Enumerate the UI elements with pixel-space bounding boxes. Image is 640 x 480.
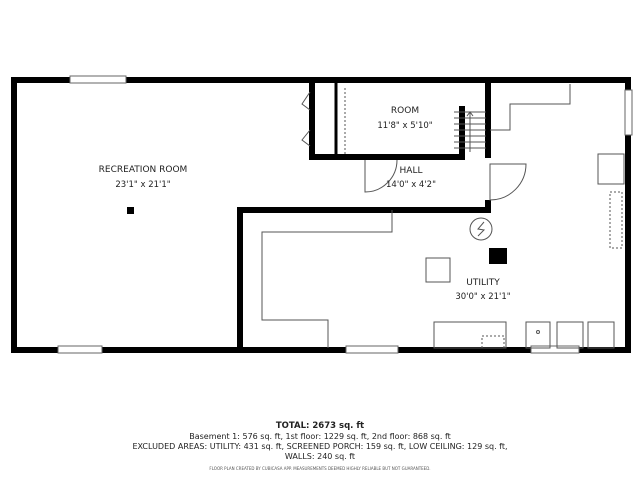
- recreation-room-size: 23'1" x 21'1": [115, 180, 171, 190]
- walls: [11, 77, 631, 353]
- hall-size: 14'0" x 4'2": [386, 180, 436, 190]
- furnace: [489, 248, 507, 264]
- excluded-areas: EXCLUDED AREAS: UTILITY: 431 sq. ft, SCR…: [132, 442, 508, 451]
- lightning-icon: [477, 221, 486, 237]
- window: [345, 345, 399, 354]
- counter-dashed: [481, 335, 505, 349]
- closet-door: [301, 129, 311, 147]
- utility-wall: [237, 200, 491, 350]
- room-wall: [309, 80, 465, 160]
- windows: [57, 75, 633, 354]
- stairs: [454, 111, 486, 152]
- drain-icon: [536, 330, 540, 334]
- washer: [556, 321, 584, 349]
- counter: [433, 321, 507, 349]
- room-name: ROOM: [390, 106, 420, 116]
- appliance: [597, 153, 625, 185]
- shelf: [609, 191, 623, 249]
- outer-wall: [11, 77, 631, 353]
- floor-areas: Basement 1: 576 sq. ft, 1st floor: 1229 …: [189, 432, 451, 441]
- dryer: [587, 321, 615, 349]
- hall-name: HALL: [399, 166, 423, 176]
- post: [127, 207, 134, 214]
- window: [624, 89, 633, 136]
- utility-door: [489, 163, 527, 201]
- disclaimer: FLOOR PLAN CREATED BY CUBICASA APP. MEAS…: [209, 466, 431, 471]
- utility-outline: [490, 84, 571, 131]
- fixtures: [261, 84, 625, 349]
- recreation-room-name: RECREATION ROOM: [98, 165, 188, 175]
- box: [425, 257, 451, 283]
- closet-door: [301, 91, 311, 111]
- utility-name: UTILITY: [466, 278, 500, 288]
- window: [69, 75, 127, 84]
- window: [530, 345, 580, 354]
- utility-size: 30'0" x 21'1": [455, 292, 511, 302]
- room-size: 11'8" x 5'10": [377, 121, 433, 131]
- window: [57, 345, 103, 354]
- sink: [525, 321, 551, 349]
- hall-door: [364, 159, 398, 193]
- walls-area: WALLS: 240 sq. ft: [284, 452, 356, 461]
- total-area: TOTAL: 2673 sq. ft: [275, 421, 365, 431]
- electric-panel-icon: [469, 217, 493, 241]
- low-ceiling-outline: [261, 210, 393, 348]
